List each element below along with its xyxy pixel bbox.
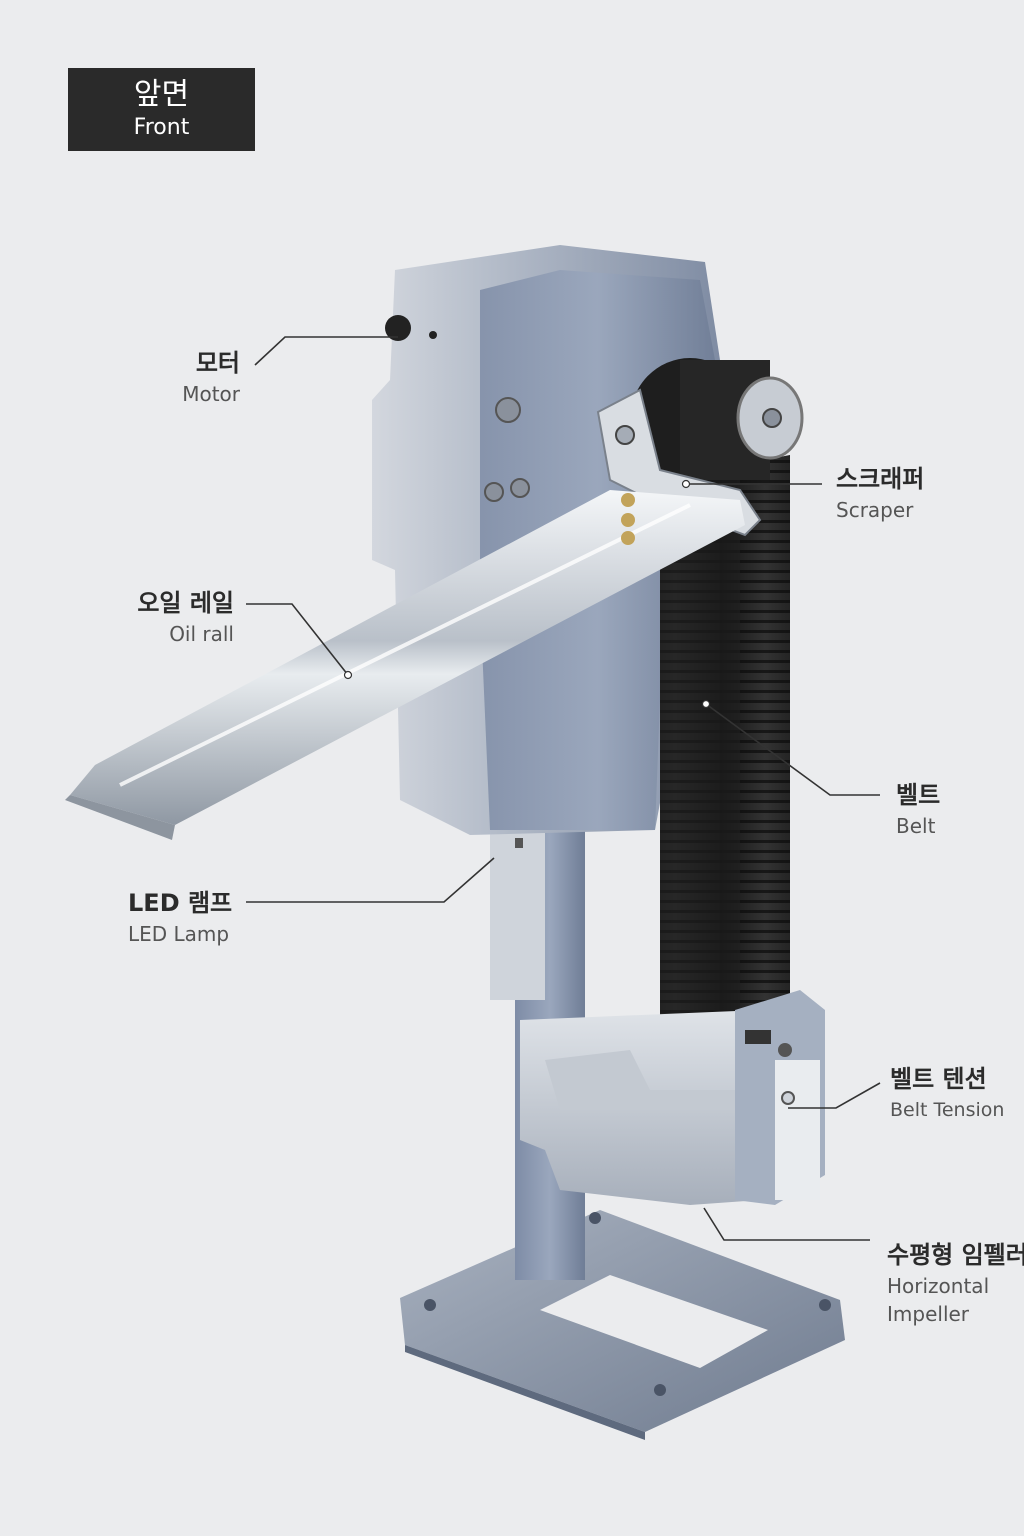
label-impeller-en-2: Impeller [887,1302,970,1326]
view-title-en: Front [133,114,190,140]
label-motor-ko: 모터 [195,349,240,377]
label-horizontal-impeller: 수평형 임펠러 Horizontal Impeller [887,1240,1024,1328]
led-lamp-icon [515,838,523,848]
leader-impeller [703,1207,870,1241]
label-belt-tension-ko: 벨트 텐션 [890,1065,987,1093]
leader-led-lamp [246,857,495,903]
label-scraper-ko: 스크래퍼 [836,465,925,493]
drive-roller [630,358,804,482]
label-impeller-en-1: Horizontal [887,1274,990,1298]
leader-motor [254,336,398,366]
label-motor: 모터 Motor [140,348,240,408]
label-belt-tension: 벨트 텐션 Belt Tension [890,1064,1024,1124]
label-led-lamp: LED 램프 LED Lamp [128,888,258,948]
label-scraper: 스크래퍼 Scraper [836,464,986,524]
label-led-lamp-en: LED Lamp [128,922,230,946]
impeller-tray [520,1010,760,1205]
label-belt: 벨트 Belt [896,780,996,840]
label-belt-en: Belt [896,814,936,838]
leader-points [343,479,711,709]
motor-icon [385,315,411,341]
label-oil-rail-ko: 오일 레일 [137,589,234,617]
led-lamp-housing [490,820,545,1000]
leader-belt [705,703,880,796]
leader-oil-rail [246,603,349,676]
label-belt-tension-en: Belt Tension [890,1099,1005,1121]
leader-belt-tension [788,1082,881,1109]
label-impeller-ko: 수평형 임펠러 [887,1241,1024,1269]
belt-tension-block [735,990,825,1205]
view-title-ko: 앞면 [133,76,190,112]
label-belt-ko: 벨트 [896,781,941,809]
label-oil-rail: 오일 레일 Oil rall [100,588,234,648]
view-badge: 앞면 Front [68,68,255,151]
base-plate [400,1210,845,1440]
label-motor-en: Motor [182,382,240,406]
leader-lines [246,336,881,1241]
label-scraper-en: Scraper [836,498,914,522]
oil-rail [65,490,745,840]
label-oil-rail-en: Oil rall [169,622,234,646]
belt [660,455,790,1090]
label-led-lamp-ko: LED 램프 [128,889,233,917]
